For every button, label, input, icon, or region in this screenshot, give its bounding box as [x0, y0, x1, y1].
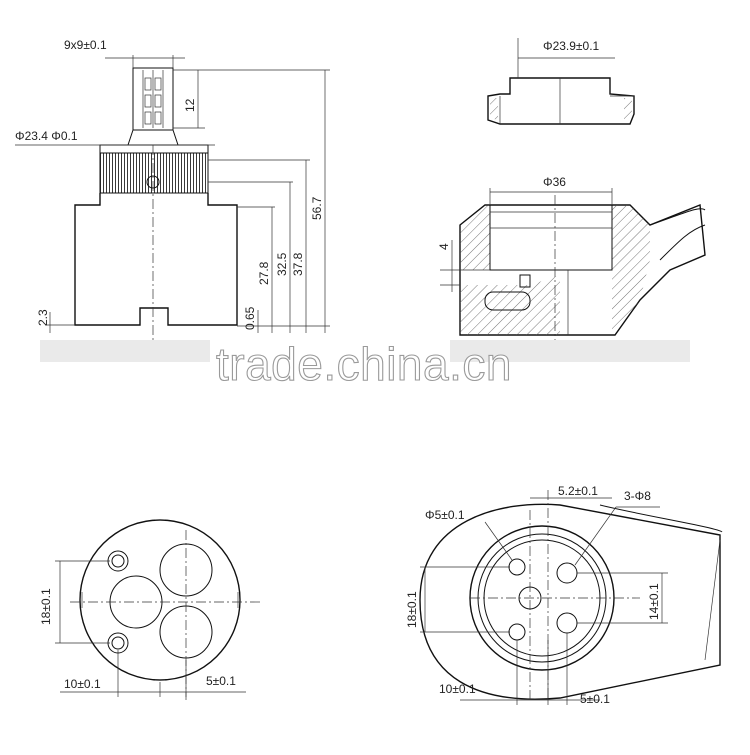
cart-offset-left-label: 10±0.1: [64, 677, 101, 691]
seat-ring-diameter-label: Φ23.9±0.1: [543, 39, 600, 53]
cartridge-side-view: 9x9±0.1 12 Φ23.4 Φ0.1 56.7 37.8 32.5 27.…: [15, 38, 330, 340]
stem-size-label: 9x9±0.1: [64, 38, 107, 52]
stem-height-label: 12: [183, 98, 197, 112]
housing-diameter-label: Φ36: [543, 175, 566, 189]
housing-right-spacing-label: 14±0.1: [647, 583, 661, 620]
housing-offset-right-label: 5±0.1: [580, 692, 610, 706]
dim-0-65-label: 0.65: [243, 306, 257, 330]
cartridge-bottom-view: 18±0.1 10±0.1 5±0.1: [39, 519, 262, 700]
dim-27-8-label: 27.8: [257, 261, 271, 285]
dim-32-5-label: 32.5: [275, 252, 289, 276]
watermark-text: trade.china.cn: [216, 338, 512, 390]
watermark: trade.china.cn: [40, 337, 690, 391]
offset-top-label: 5.2±0.1: [558, 484, 598, 498]
cart-offset-right-label: 5±0.1: [206, 674, 236, 688]
dim-37-8-label: 37.8: [291, 252, 305, 276]
holes-big-label: 3-Φ8: [624, 489, 651, 503]
body-diameter-label: Φ23.4 Φ0.1: [15, 129, 78, 143]
dim-2-3-label: 2.3: [36, 309, 50, 326]
housing-bottom-view: Φ5±0.1 5.2±0.1 3-Φ8 18±0.1 14±0.1 10±0.1…: [405, 484, 723, 706]
housing-spacing-label: 18±0.1: [405, 591, 419, 628]
seat-ring-view: Φ23.9±0.1: [487, 38, 635, 125]
cart-spacing-label: 18±0.1: [39, 588, 53, 625]
hole-small-label: Φ5±0.1: [425, 508, 465, 522]
housing-section-view: Φ36 4: [437, 175, 706, 340]
housing-depth-label: 4: [437, 243, 451, 250]
housing-offset-left-label: 10±0.1: [439, 682, 476, 696]
dim-total-label: 56.7: [310, 196, 324, 220]
